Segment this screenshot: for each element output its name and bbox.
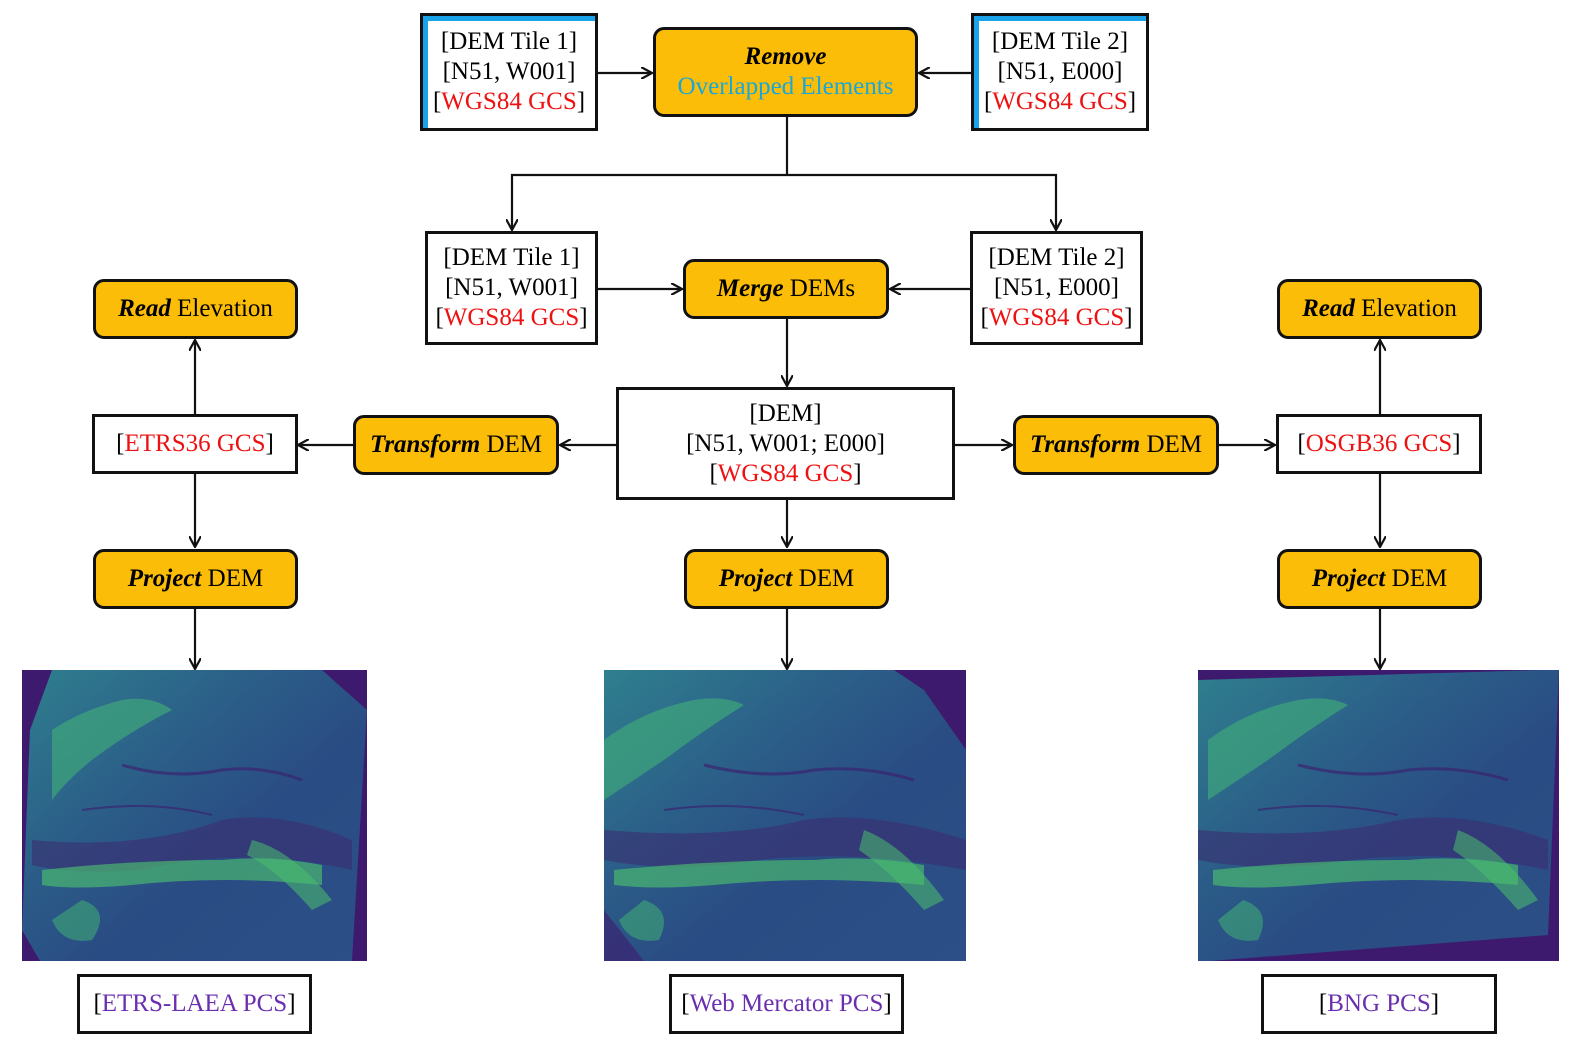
bng-dem-map xyxy=(1198,670,1559,961)
tile-gcs: [WGS84 GCS] xyxy=(435,304,588,331)
remove-process: Remove Overlapped Elements xyxy=(653,27,918,117)
dem-tile1-input: [DEM Tile 1] [N51, W001] [WGS84 GCS] xyxy=(420,13,598,131)
pcs-text: [BNG PCS] xyxy=(1318,990,1440,1017)
merged-dem: [DEM] [N51, W001; E000] [WGS84 GCS] xyxy=(616,387,955,500)
left-project-process: Project DEM xyxy=(93,549,298,609)
tile-coords: [N51, E000] xyxy=(994,274,1119,301)
right-gcs-box: [OSGB36 GCS] xyxy=(1276,414,1482,474)
tile-label: [DEM Tile 2] xyxy=(991,28,1129,55)
process-text: Read Elevation xyxy=(118,295,273,322)
left-pcs-label: [ETRS-LAEA PCS] xyxy=(77,974,312,1034)
mid-project-process: Project DEM xyxy=(684,549,889,609)
gcs-text: [OSGB36 GCS] xyxy=(1297,430,1461,457)
process-text: Merge DEMs xyxy=(716,275,856,302)
dem-tile2-cleaned: [DEM Tile 2] [N51, E000] [WGS84 GCS] xyxy=(970,231,1143,345)
etrs-laea-dem-map xyxy=(22,670,367,961)
tile-coords: [N51, E000] xyxy=(997,58,1123,85)
tile-coords: [N51, W001] xyxy=(442,58,576,85)
process-text: Transform DEM xyxy=(369,431,543,458)
dem-gcs: [WGS84 GCS] xyxy=(709,459,862,487)
tile-label: [DEM Tile 1] xyxy=(440,28,578,55)
dem-tile2-input: [DEM Tile 2] [N51, E000] [WGS84 GCS] xyxy=(971,13,1149,131)
dem-tile1-cleaned: [DEM Tile 1] [N51, W001] [WGS84 GCS] xyxy=(425,231,598,345)
process-text: Transform DEM xyxy=(1029,431,1203,458)
gcs-text: [ETRS36 GCS] xyxy=(116,430,274,457)
process-target: Overlapped Elements xyxy=(677,73,894,100)
pcs-text: [ETRS-LAEA PCS] xyxy=(93,990,296,1017)
process-text: Project DEM xyxy=(127,565,264,592)
pcs-text: [Web Mercator PCS] xyxy=(681,990,892,1017)
right-pcs-label: [BNG PCS] xyxy=(1261,974,1497,1034)
merge-process: Merge DEMs xyxy=(683,259,889,319)
left-gcs-box: [ETRS36 GCS] xyxy=(92,414,298,474)
arrow-split-left xyxy=(512,173,787,229)
mid-pcs-label: [Web Mercator PCS] xyxy=(669,974,904,1034)
tile-gcs: [WGS84 GCS] xyxy=(983,88,1137,115)
process-verb: Remove xyxy=(744,43,827,70)
right-transform-process: Transform DEM xyxy=(1013,415,1219,475)
left-read-elevation: Read Elevation xyxy=(93,279,298,339)
tile-coords: [N51, W001] xyxy=(445,274,578,301)
tile-gcs: [WGS84 GCS] xyxy=(980,304,1133,331)
right-read-elevation: Read Elevation xyxy=(1277,279,1482,339)
dem-label: [DEM] xyxy=(749,399,822,427)
tile-gcs: [WGS84 GCS] xyxy=(432,88,586,115)
process-text: Project DEM xyxy=(718,565,855,592)
process-text: Read Elevation xyxy=(1302,295,1457,322)
left-transform-process: Transform DEM xyxy=(353,415,559,475)
tile-label: [DEM Tile 1] xyxy=(443,244,580,271)
process-text: Project DEM xyxy=(1311,565,1448,592)
web-mercator-dem-map xyxy=(604,670,966,961)
arrow-split-right xyxy=(787,173,1056,229)
right-project-process: Project DEM xyxy=(1277,549,1482,609)
dem-coords: [N51, W001; E000] xyxy=(686,429,885,457)
tile-label: [DEM Tile 2] xyxy=(988,244,1125,271)
